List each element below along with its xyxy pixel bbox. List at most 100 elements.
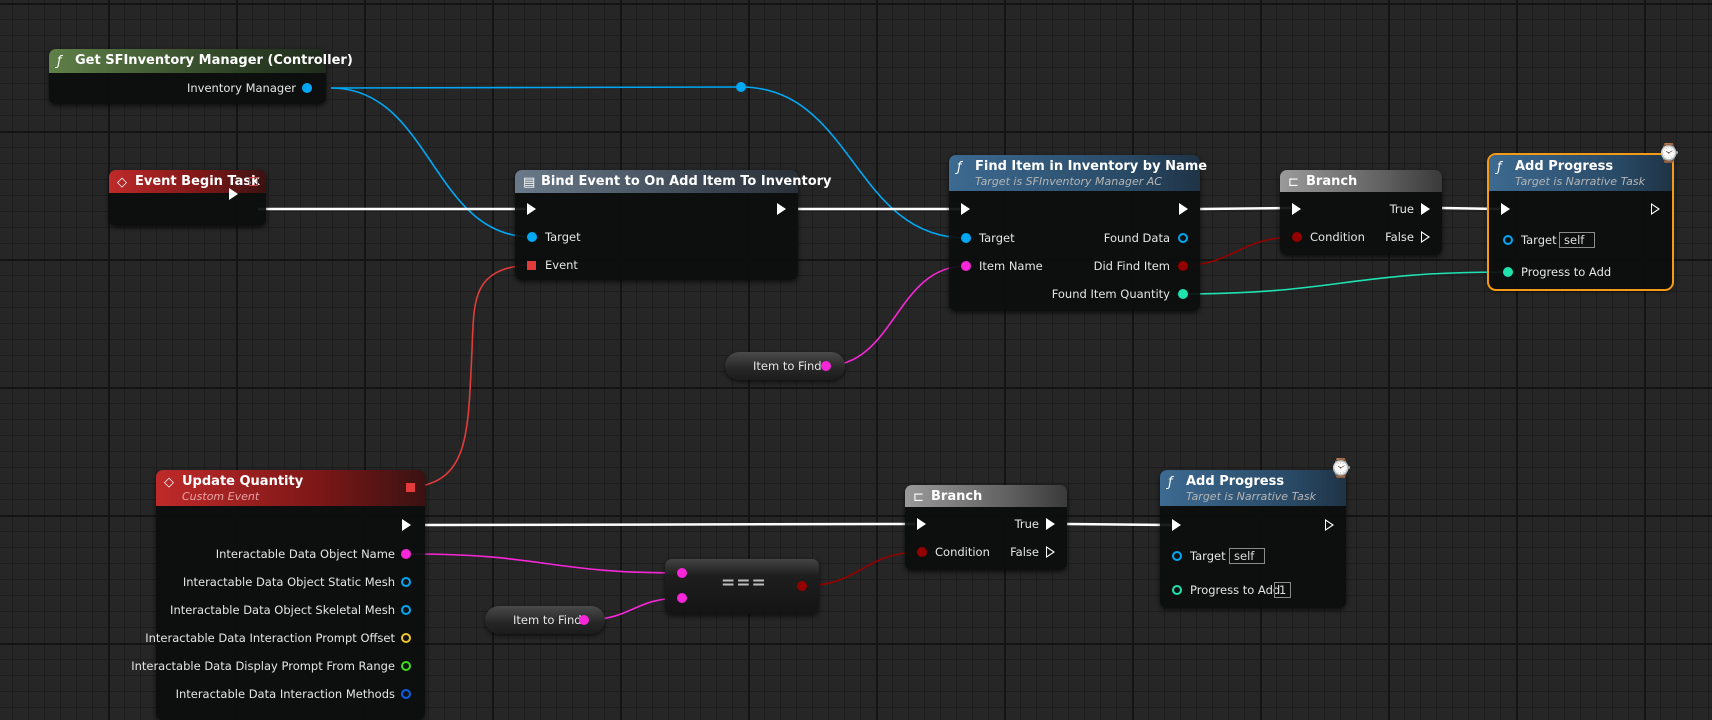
wire-reroute-to-find-target[interactable]	[740, 86, 967, 239]
pin-label-false: False	[1385, 230, 1414, 244]
node-add-progress-bottom[interactable]: ƒ Add Progress Target is Narrative Task …	[1160, 458, 1352, 608]
pin-label-target: Target	[979, 231, 1015, 245]
exec-out-pin[interactable]	[777, 203, 786, 215]
exec-in-pin[interactable]	[1501, 203, 1510, 215]
node-branch-top[interactable]: ⊏ Branch True Condition False	[1280, 170, 1442, 255]
function-icon: ƒ	[957, 160, 962, 175]
exec-false-pin[interactable]	[1421, 231, 1430, 243]
pin-condition-input[interactable]	[1292, 232, 1302, 242]
exec-in-pin[interactable]	[1292, 203, 1301, 215]
exec-true-pin[interactable]	[1421, 203, 1430, 215]
function-icon: ƒ	[1168, 475, 1173, 490]
node-branch-bottom[interactable]: ⊏ Branch True Condition False	[905, 485, 1067, 570]
wire-manager-to-reroute[interactable]	[330, 86, 742, 89]
pin-object-name-output[interactable]	[401, 549, 411, 559]
pin-prompt-offset-output[interactable]	[401, 633, 411, 643]
wire-equal-to-condition[interactable]	[801, 551, 923, 587]
pin-did-find-item-output[interactable]	[1178, 261, 1188, 271]
node-title: Bind Event to On Add Item To Inventory	[541, 174, 832, 189]
node-subtitle: Custom Event	[182, 490, 260, 503]
target-value-field[interactable]: self	[1559, 232, 1595, 248]
node-add-progress-top[interactable]: ƒ Add Progress Target is Narrative Task …	[1487, 143, 1680, 291]
pin-label-output-4: Interactable Data Display Prompt From Ra…	[131, 659, 395, 673]
pin-label-did-find-item: Did Find Item	[1093, 259, 1170, 273]
node-event-begin-task[interactable]: ◇ Event Begin Task	[109, 170, 266, 226]
pin-a-input[interactable]	[677, 568, 687, 578]
pin-label-found-item-quantity: Found Item Quantity	[1051, 287, 1170, 301]
exec-in-pin[interactable]	[961, 203, 970, 215]
branch-icon: ⊏	[1288, 175, 1299, 190]
wire-exec-update-to-branch[interactable]	[424, 522, 916, 527]
node-title: Add Progress	[1186, 474, 1285, 489]
pin-label-condition: Condition	[1310, 230, 1365, 244]
pin-label-inventory-manager: Inventory Manager	[187, 81, 296, 95]
pin-label-output-1: Interactable Data Object Static Mesh	[182, 575, 395, 589]
pin-item-name-input[interactable]	[961, 261, 971, 271]
variable-item-to-find-bottom[interactable]: Item to Find	[485, 606, 605, 634]
node-get-inventory-manager[interactable]: ƒ Get SFInventory Manager (Controller) I…	[49, 49, 353, 104]
pin-label-target: Target	[545, 230, 581, 244]
variable-item-to-find-top[interactable]: Item to Find	[725, 352, 845, 380]
target-value-field[interactable]: self	[1229, 548, 1265, 564]
wire-update-delegate-to-bind-event[interactable]	[414, 264, 527, 488]
pin-inventory-manager-output[interactable]	[302, 83, 312, 93]
exec-true-pin[interactable]	[1046, 518, 1055, 530]
exec-in-pin[interactable]	[527, 203, 536, 215]
node-equal-equal[interactable]: ===	[665, 559, 819, 614]
pin-label-progress-to-add: Progress to Add	[1190, 583, 1281, 597]
node-title: Update Quantity	[182, 474, 304, 489]
exec-out-pin[interactable]	[1179, 203, 1188, 215]
wire-item-to-find-name[interactable]	[824, 265, 967, 367]
delegate-icon: ▤	[523, 175, 536, 190]
exec-out-pin[interactable]	[1325, 519, 1334, 531]
pin-skeletal-mesh-output[interactable]	[401, 605, 411, 615]
pin-progress-to-add-input[interactable]	[1172, 585, 1182, 595]
wire-object-name-to-equal[interactable]	[409, 553, 683, 574]
pin-target-input[interactable]	[1172, 551, 1182, 561]
exec-in-pin[interactable]	[917, 518, 926, 530]
wire-manager-to-bind-target[interactable]	[330, 87, 533, 238]
pin-result-output[interactable]	[797, 581, 807, 591]
node-title: Add Progress	[1515, 159, 1614, 174]
pin-label-true: True	[1014, 517, 1039, 531]
pin-event-input[interactable]	[527, 261, 536, 270]
wire-quantity-to-progress[interactable]	[1175, 271, 1509, 295]
node-bind-event[interactable]: ▤ Bind Event to On Add Item To Inventory…	[515, 170, 832, 280]
progress-value-field[interactable]: 1	[1274, 582, 1291, 598]
wire-exec-branch-to-progress-bottom[interactable]	[1066, 522, 1172, 527]
variable-label: Item to Find	[513, 613, 582, 627]
pin-interaction-methods-output[interactable]	[401, 689, 411, 699]
pin-condition-input[interactable]	[917, 547, 927, 557]
node-update-quantity[interactable]: ◇ Update Quantity Custom Event Interacta…	[131, 470, 425, 720]
pin-item-to-find-output[interactable]	[579, 615, 589, 625]
pin-label-target: Target	[1521, 233, 1557, 247]
pin-static-mesh-output[interactable]	[401, 577, 411, 587]
pin-target-input[interactable]	[527, 232, 537, 242]
event-delegate-pin[interactable]	[249, 177, 258, 186]
node-subtitle: Target is Narrative Task	[1515, 175, 1645, 188]
pin-target-input[interactable]	[961, 233, 971, 243]
exec-out-pin[interactable]	[402, 519, 411, 531]
node-find-item-in-inventory[interactable]: ƒ Find Item in Inventory by Name Target …	[949, 155, 1207, 311]
exec-out-pin[interactable]	[229, 188, 238, 200]
pin-item-to-find-output[interactable]	[821, 361, 831, 371]
pin-found-item-quantity-output[interactable]	[1178, 289, 1188, 299]
variable-label: Item to Find	[753, 359, 822, 373]
pin-label-output-2: Interactable Data Object Skeletal Mesh	[170, 603, 395, 617]
pin-display-prompt-range-output[interactable]	[401, 661, 411, 671]
node-title: Branch	[1306, 174, 1358, 189]
exec-in-pin[interactable]	[1172, 519, 1181, 531]
latent-clock-icon: ⌚	[1657, 143, 1680, 164]
pin-progress-to-add-input[interactable]	[1503, 267, 1513, 277]
wire-exec-find-to-branch[interactable]	[1199, 206, 1292, 211]
exec-false-pin[interactable]	[1046, 546, 1055, 558]
event-delegate-pin[interactable]	[406, 483, 415, 492]
pin-b-input[interactable]	[677, 593, 687, 603]
pin-target-input[interactable]	[1503, 235, 1513, 245]
function-icon: ƒ	[57, 54, 62, 69]
exec-out-pin[interactable]	[1651, 203, 1660, 215]
reroute-knot[interactable]	[736, 82, 746, 92]
pin-label-output-3: Interactable Data Interaction Prompt Off…	[145, 631, 395, 645]
pin-found-data-output[interactable]	[1178, 233, 1188, 243]
pin-label-condition: Condition	[935, 545, 990, 559]
